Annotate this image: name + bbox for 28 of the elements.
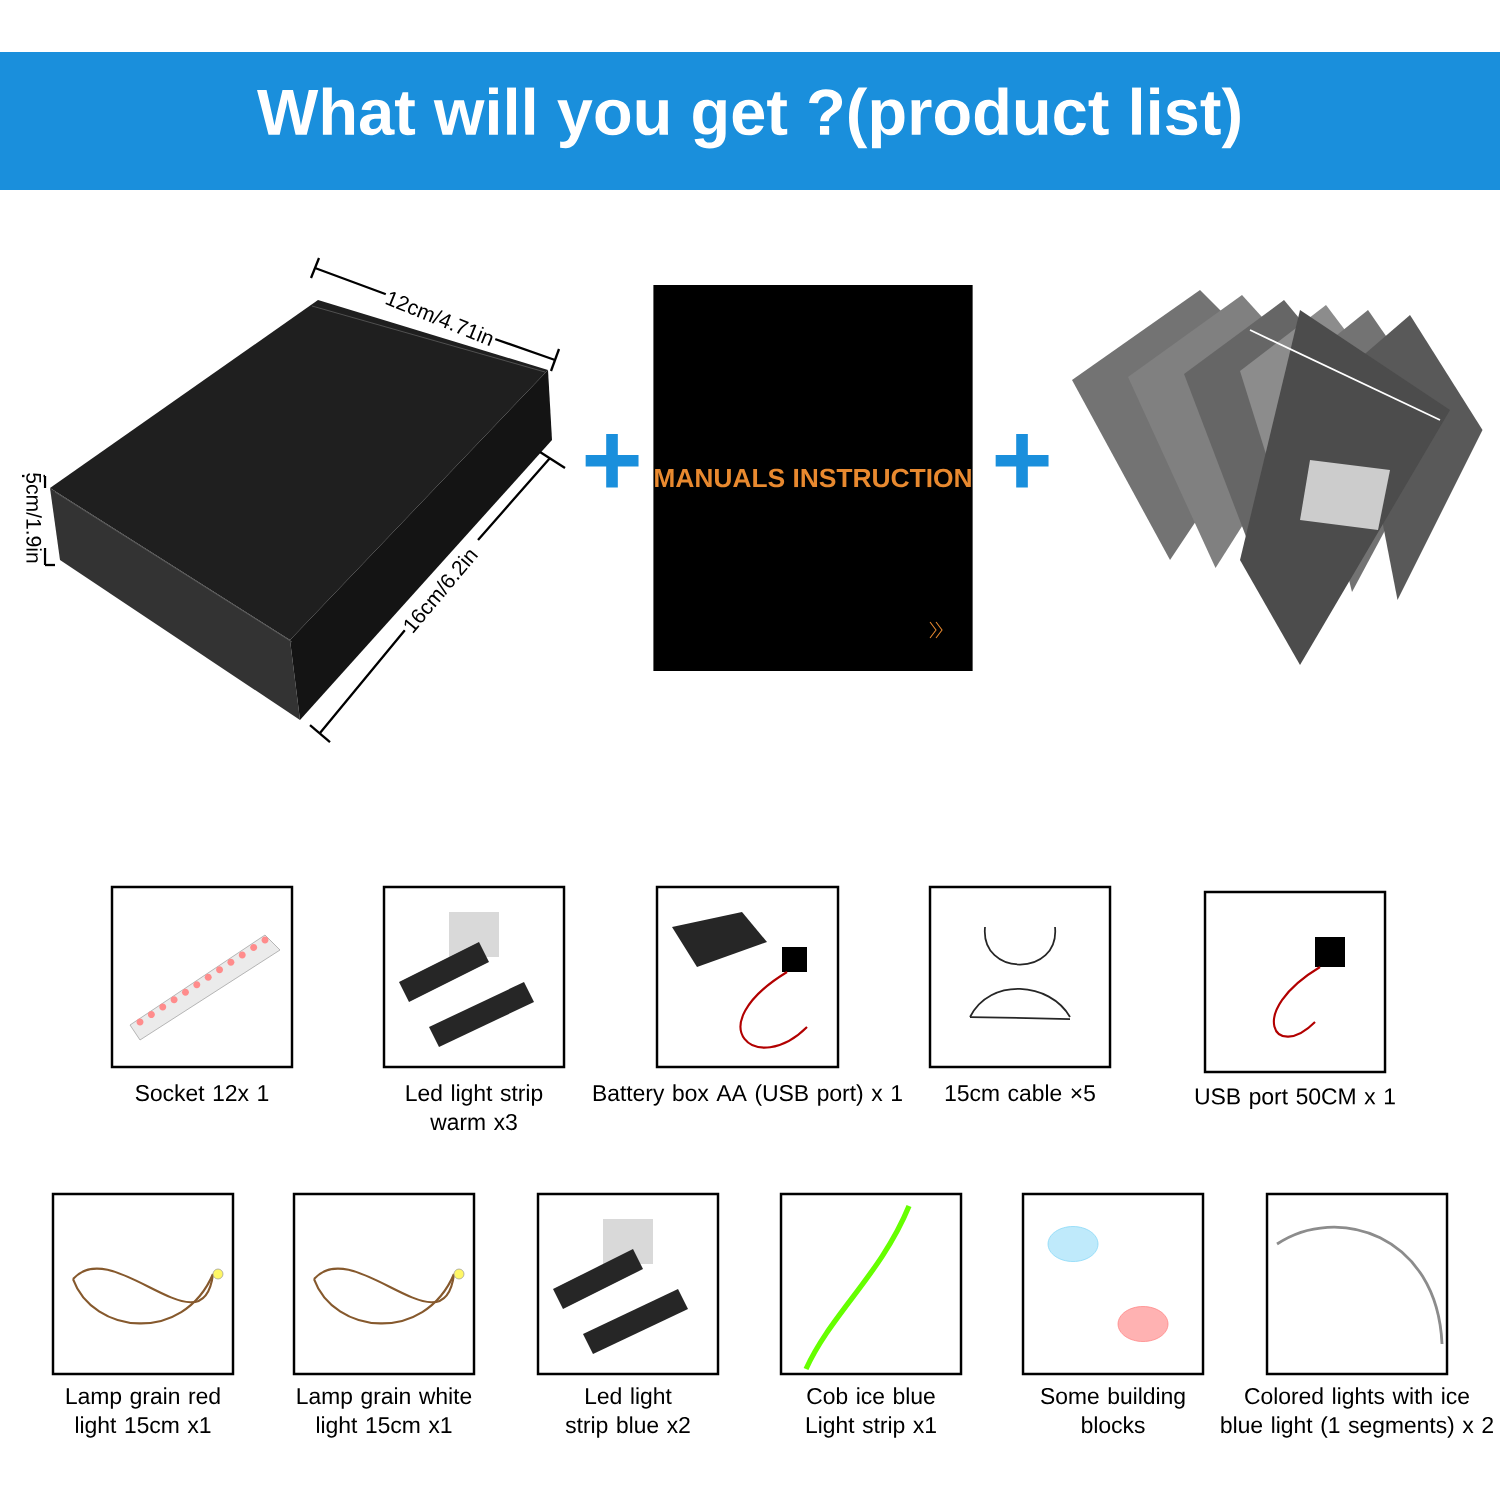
lamp-wire-drawing <box>313 1267 465 1325</box>
plus-sign: + <box>995 434 1049 488</box>
battery-box-drawing <box>672 912 808 1049</box>
bags-drawing <box>1072 290 1483 665</box>
item-caption: 15cm cable ×5 <box>945 1084 1095 1102</box>
item-caption: Led light strip blue x2 <box>565 1387 690 1438</box>
led-strip-drawing <box>399 912 534 1047</box>
item-caption: Colored lights with ice blue light (1 segments) x 2 <box>1221 1387 1493 1438</box>
cable-drawing <box>969 926 1071 1020</box>
plus-sign: + <box>585 434 639 488</box>
led-strip-drawing <box>553 1219 688 1354</box>
item-caption: Lamp grain white light 15cm x1 <box>297 1387 472 1438</box>
item-caption: USB port 50CM x 1 <box>1195 1088 1395 1110</box>
item-caption: Some building blocks <box>1041 1387 1185 1434</box>
usb-cable-drawing <box>1273 937 1345 1038</box>
dimension-label: 5cm/1.9in <box>24 470 44 566</box>
light-strip-drawing <box>803 1204 912 1371</box>
building-block-drawing <box>1047 1226 1169 1342</box>
manual-cover: MANUALS INSTRUCTION <box>653 285 973 671</box>
title-banner: What will you get ?(product list) <box>0 52 1500 190</box>
lamp-wire-drawing <box>72 1267 224 1325</box>
item-caption: Lamp grain red light 15cm x1 <box>66 1387 220 1438</box>
light-strip-drawing <box>1276 1225 1444 1345</box>
item-caption: Battery box AA (USB port) x 1 <box>593 1084 902 1106</box>
item-caption: Socket 12x 1 <box>135 1084 269 1102</box>
item-caption: Cob ice blue Light strip x1 <box>806 1387 936 1438</box>
socket-strip-drawing <box>129 934 281 1041</box>
item-caption: Led light strip warm x3 <box>406 1084 543 1131</box>
